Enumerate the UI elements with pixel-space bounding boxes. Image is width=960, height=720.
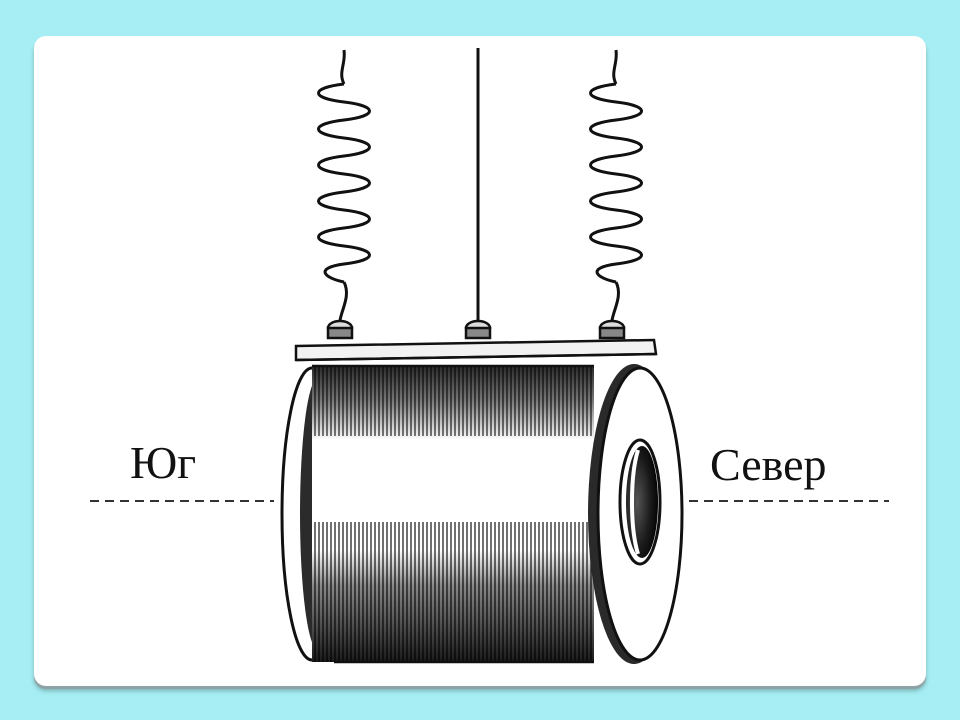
left-spring (317, 49, 371, 327)
core-hole (618, 438, 662, 566)
label-north: Север (710, 439, 827, 490)
top-plate (294, 338, 658, 362)
solenoid-diagram (90, 48, 889, 664)
terminals (326, 319, 626, 340)
coil-body (312, 364, 594, 664)
slide-panel: Юг Север (34, 36, 926, 686)
label-south: Юг (130, 437, 197, 488)
right-spring (589, 49, 643, 327)
